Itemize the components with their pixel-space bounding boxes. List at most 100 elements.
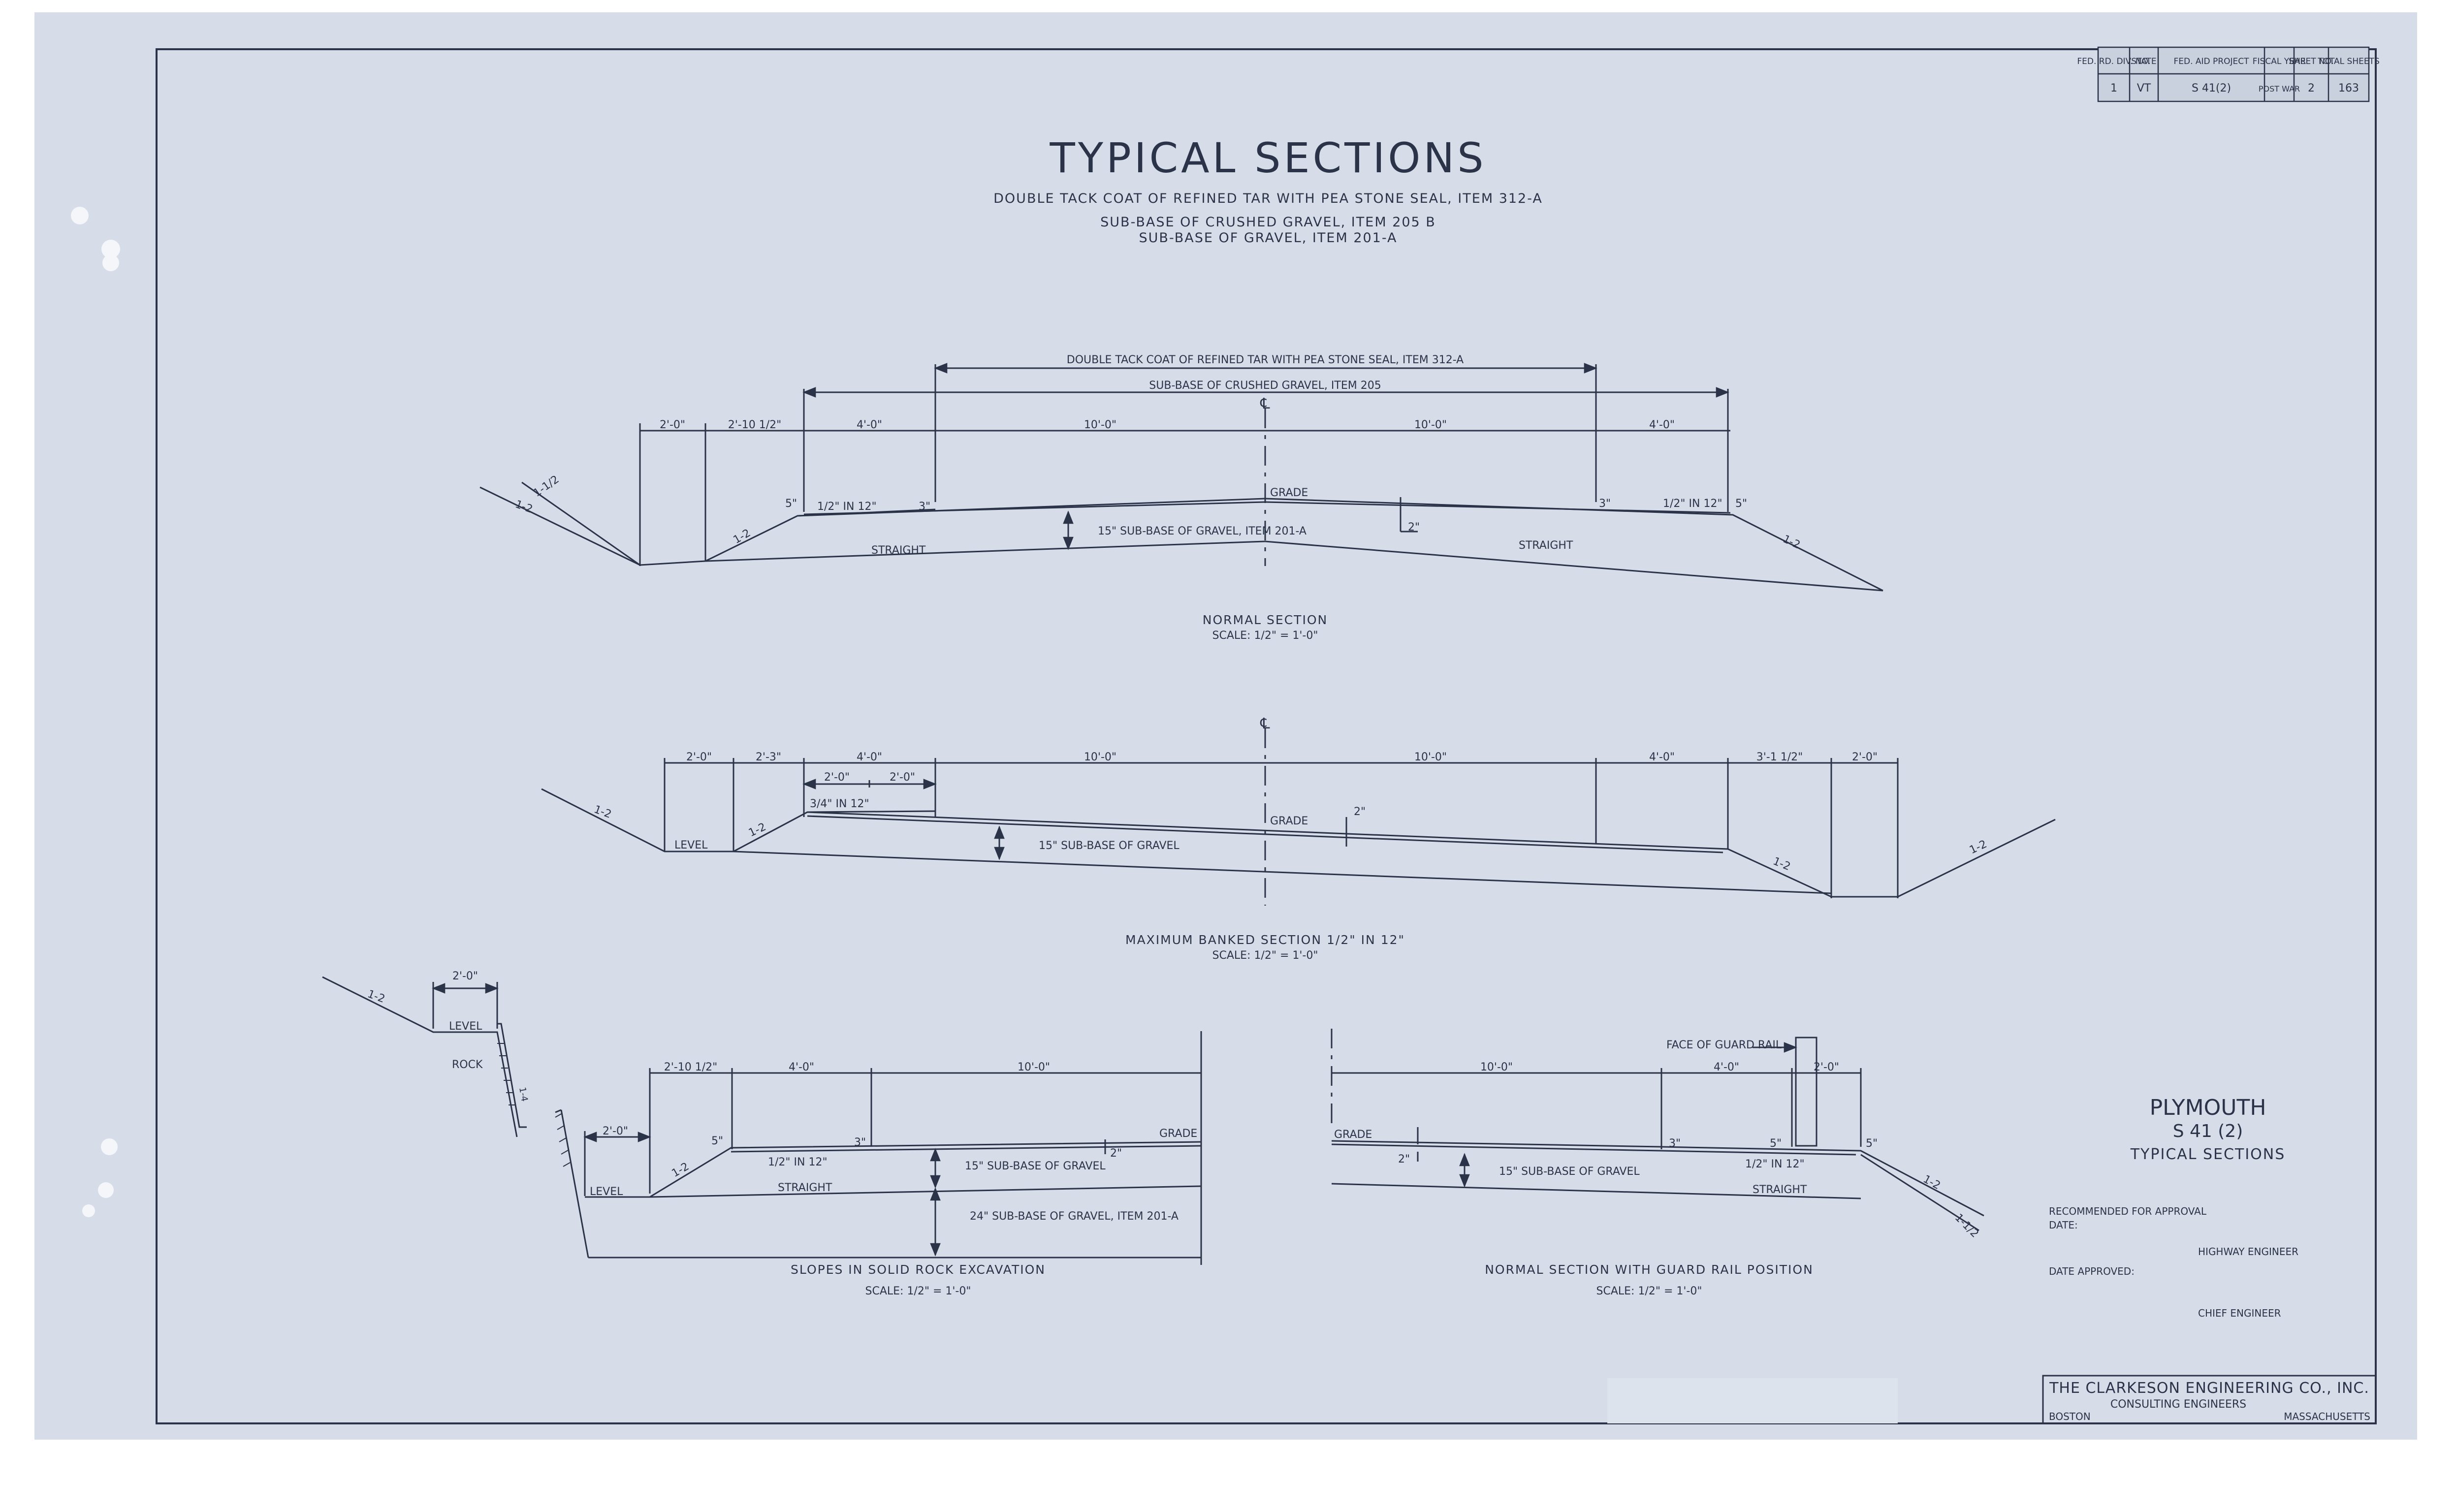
rs-ditch-dim: 2'-0" — [603, 1125, 628, 1137]
title-note-3: SUB-BASE OF GRAVEL, ITEM 201-A — [1139, 230, 1398, 246]
bs-dim-4: 10'-0" — [1084, 751, 1116, 763]
drawing-border — [156, 48, 2377, 1424]
bs-crown: 3/4" IN 12" — [810, 798, 869, 810]
tb-header-project: FED. AID PROJECT — [2173, 57, 2249, 66]
rs-subbase-15: 15" SUB-BASE OF GRAVEL — [965, 1160, 1106, 1172]
rs-dim-3: 10'-0" — [1018, 1061, 1050, 1073]
ns-straight-left: STRAIGHT — [871, 544, 926, 557]
title-note-1: DOUBLE TACK COAT OF REFINED TAR WITH PEA… — [993, 191, 1543, 206]
gr-caption: NORMAL SECTION WITH GUARD RAIL POSITION — [1485, 1262, 1814, 1277]
tb-header-sheet: SHEET NO. — [2289, 57, 2334, 66]
binding-holes — [71, 207, 120, 1217]
firm-city: BOSTON — [2049, 1411, 2091, 1422]
ns-three-right: 3" — [1599, 498, 1611, 510]
gr-two-inch: 2" — [1398, 1153, 1410, 1166]
ns-dim-1: 2'-0" — [660, 419, 685, 431]
bs-dim-5: 10'-0" — [1414, 751, 1447, 763]
approval-highway-engineer: HIGHWAY ENGINEER — [2198, 1246, 2298, 1258]
rs-rock: ROCK — [452, 1059, 483, 1071]
gr-crown: 1/2" IN 12" — [1745, 1158, 1805, 1170]
bs-grade: GRADE — [1270, 815, 1308, 827]
gr-dim-3: 2'-0" — [1814, 1061, 1839, 1073]
ns-note-crushed: SUB-BASE OF CRUSHED GRAVEL, ITEM 205 — [1149, 379, 1381, 392]
tb-value-project: S 41(2) — [2192, 82, 2231, 94]
gr-guard-rail-label: FACE OF GUARD RAIL — [1666, 1039, 1782, 1051]
bs-centerline-symbol: ℄ — [1260, 715, 1270, 732]
title-note-2: SUB-BASE OF CRUSHED GRAVEL, ITEM 205 B — [1100, 215, 1436, 230]
ns-scale: SCALE: 1/2" = 1'-0" — [1212, 630, 1318, 642]
ns-dim-5: 10'-0" — [1414, 419, 1447, 431]
ns-dim-3: 4'-0" — [857, 419, 882, 431]
rs-straight: STRAIGHT — [778, 1182, 832, 1194]
ns-subbase: 15" SUB-BASE OF GRAVEL, ITEM 201-A — [1098, 525, 1307, 537]
rs-caption: SLOPES IN SOLID ROCK EXCAVATION — [791, 1262, 1046, 1277]
tb-header-state: STATE — [2131, 57, 2156, 66]
ns-crown-right: 1/2" IN 12" — [1663, 498, 1722, 510]
bs-caption: MAXIMUM BANKED SECTION 1/2" IN 12" — [1125, 933, 1405, 947]
ns-three-left: 3" — [919, 501, 930, 513]
approval-date: DATE: — [2049, 1219, 2078, 1231]
paper-bottom-strip — [34, 1440, 2417, 1512]
rs-scale: SCALE: 1/2" = 1'-0" — [865, 1285, 971, 1297]
tb-header-div: FED. RD. DIV. NO. — [2077, 57, 2150, 66]
bs-two-inch: 2" — [1354, 806, 1366, 818]
rs-five: 5" — [711, 1135, 723, 1147]
ns-dim-2: 2'-10 1/2" — [728, 419, 782, 431]
gr-five-right: 5" — [1866, 1137, 1878, 1150]
approval-recommended: RECOMMENDED FOR APPROVAL — [2049, 1205, 2207, 1217]
project-town: PLYMOUTH — [2150, 1095, 2266, 1120]
project-sheet-title: TYPICAL SECTIONS — [2130, 1146, 2286, 1163]
rs-top-dim: 2'-0" — [452, 970, 478, 982]
bs-dim-3: 4'-0" — [857, 751, 882, 763]
rs-level: LEVEL — [590, 1186, 623, 1198]
paper-background — [34, 12, 2417, 1440]
bs-dim-8: 2'-0" — [1852, 751, 1878, 763]
gr-straight: STRAIGHT — [1753, 1184, 1807, 1196]
bs-dim-7: 3'-1 1/2" — [1756, 751, 1803, 763]
guard-rail-section: FACE OF GUARD RAIL 10'-0" 4'-0" 2'-0" GR… — [1331, 1029, 1984, 1297]
gr-subbase: 15" SUB-BASE OF GRAVEL — [1499, 1166, 1640, 1178]
ns-crown-left: 1/2" IN 12" — [817, 501, 877, 513]
ns-two-inch: 2" — [1408, 521, 1420, 534]
rs-level-top: LEVEL — [449, 1020, 482, 1033]
ns-centerline-symbol: ℄ — [1260, 395, 1270, 412]
rs-crown: 1/2" IN 12" — [768, 1156, 828, 1168]
drawing-title: TYPICAL SECTIONS — [1049, 134, 1486, 182]
firm-name: THE CLARKESON ENGINEERING CO., INC. — [2049, 1380, 2369, 1397]
tb-value-div: 1 — [2110, 82, 2117, 94]
bs-level: LEVEL — [674, 839, 708, 851]
rs-grade: GRADE — [1159, 1128, 1197, 1140]
bs-dim-1: 2'-0" — [686, 751, 712, 763]
gr-dim-1: 10'-0" — [1480, 1061, 1513, 1073]
rock-section: 2'-0" 1-2 LEVEL ROCK 1-4 2'-10 1/2" 4'-0… — [322, 970, 1202, 1297]
bs-dim-2: 2'-3" — [756, 751, 781, 763]
ns-five-right: 5" — [1735, 498, 1747, 510]
approval-chief-engineer: CHIEF ENGINEER — [2198, 1307, 2281, 1319]
rs-three: 3" — [854, 1136, 866, 1149]
tb-header-total: TOTAL SHEETS — [2317, 57, 2380, 66]
ns-straight-right: STRAIGHT — [1519, 539, 1573, 552]
gr-five: 5" — [1770, 1137, 1782, 1150]
project-number: S 41 (2) — [2173, 1121, 2243, 1141]
rs-rock-slope: 1-4 — [517, 1086, 530, 1102]
bs-subdim-1: 2'-0" — [824, 771, 850, 784]
gr-three: 3" — [1669, 1137, 1681, 1150]
bs-subbase: 15" SUB-BASE OF GRAVEL — [1039, 840, 1180, 852]
bs-subdim-2: 2'-0" — [890, 771, 915, 784]
tb-header-year: FISCAL YEAR — [2253, 57, 2306, 66]
ns-caption: NORMAL SECTION — [1203, 613, 1328, 627]
rs-two-inch: 2" — [1110, 1147, 1122, 1160]
tb-value-sheet: 2 — [2308, 82, 2315, 94]
gr-scale: SCALE: 1/2" = 1'-0" — [1596, 1285, 1702, 1297]
normal-section: DOUBLE TACK COAT OF REFINED TAR WITH PEA… — [479, 354, 1883, 642]
ns-dim-6: 4'-0" — [1649, 419, 1675, 431]
gr-grade: GRADE — [1334, 1129, 1372, 1141]
gr-dim-2: 4'-0" — [1714, 1061, 1739, 1073]
approval-date-approved: DATE APPROVED: — [2049, 1265, 2135, 1277]
bs-dim-6: 4'-0" — [1649, 751, 1675, 763]
rs-dim-2: 4'-0" — [789, 1061, 814, 1073]
ns-dim-4: 10'-0" — [1084, 419, 1116, 431]
rs-dim-1: 2'-10 1/2" — [664, 1061, 718, 1073]
tb-value-total: 163 — [2338, 82, 2359, 94]
